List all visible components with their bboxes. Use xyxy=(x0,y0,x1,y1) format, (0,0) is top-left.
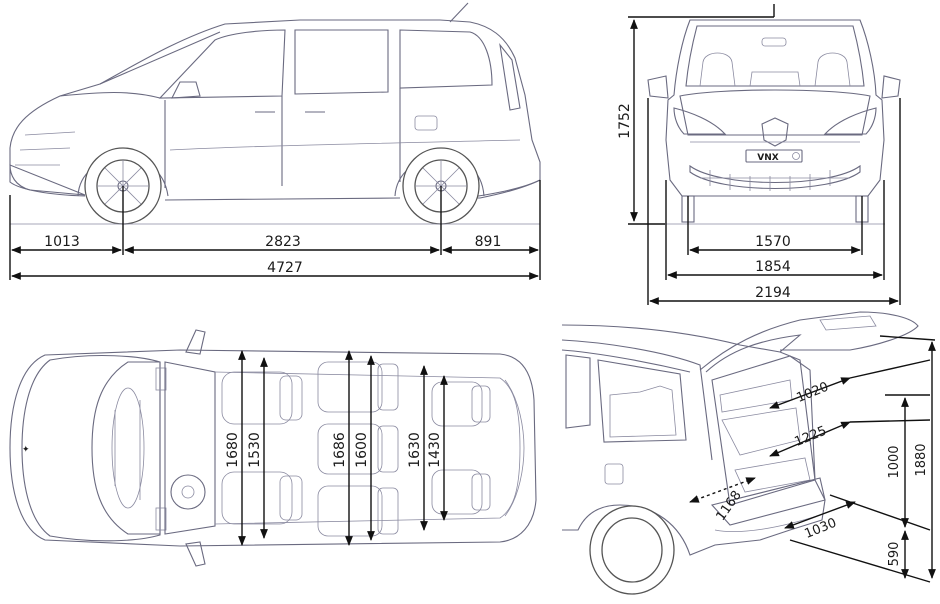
dim-width-mirrors-label: 2194 xyxy=(755,285,791,301)
dim-row1-shoulder-label: 1530 xyxy=(247,432,263,468)
dim-wheelbase-label: 2823 xyxy=(265,234,301,250)
dim-length-label: 4727 xyxy=(267,260,303,276)
dim-opening-width-label: 1168 xyxy=(713,488,744,524)
dim-width-label: 1854 xyxy=(755,259,791,275)
front-brand-logo-icon xyxy=(761,117,789,147)
dim-floor-depth-line xyxy=(784,501,856,529)
dim-opening-width-line xyxy=(689,477,756,503)
dim-trunk-depth-top-label: 1020 xyxy=(795,380,831,406)
rear-side-window-2 xyxy=(597,359,687,443)
top-body-outline xyxy=(9,349,537,547)
rear-bumper xyxy=(710,477,826,526)
dim-row3-shoulder-label: 1430 xyxy=(427,432,443,468)
front-left-headlight xyxy=(673,107,727,135)
dim-loading-sill-label: 590 xyxy=(887,542,902,567)
dim-front-overhang-label: 1013 xyxy=(44,234,80,250)
rear-view: 1020 1225 1168 1030 1000 1880 590 xyxy=(561,311,936,595)
dim-rear-overhang-label: 891 xyxy=(475,234,502,250)
dim-row2-shoulder-label: 1600 xyxy=(354,432,370,468)
top-view: ✦ xyxy=(9,329,537,567)
dim-height-label: 1752 xyxy=(617,103,633,139)
front-left-mirror xyxy=(647,75,669,99)
top-right-headlight xyxy=(155,507,167,531)
side-view: 1013 2823 891 4727 xyxy=(9,2,541,280)
dim-opening-height-label: 1000 xyxy=(887,445,902,478)
rear-side-window-1 xyxy=(565,354,591,429)
front-windshield xyxy=(685,25,865,87)
dim-row2-elbow-label: 1686 xyxy=(332,432,348,468)
rear-fuel-cap xyxy=(604,463,624,485)
front-license-plate xyxy=(745,149,803,163)
side-rear-window xyxy=(399,29,493,89)
rear-open-tailgate xyxy=(699,311,919,371)
top-seats-row1 xyxy=(221,371,303,525)
front-license-plate-text: VNX xyxy=(757,153,778,163)
top-hood xyxy=(21,355,161,542)
side-antenna xyxy=(449,2,469,23)
dim-trunk-depth-top-line xyxy=(769,377,851,409)
top-steering-wheel xyxy=(170,474,206,510)
front-view: VNX 1752 1570 1854 2194 xyxy=(617,4,901,305)
front-rearview-mirror xyxy=(761,37,787,47)
dim-track-label: 1570 xyxy=(755,234,791,250)
side-middle-window xyxy=(294,29,389,95)
side-fuel-cap xyxy=(414,115,438,131)
dim-row1-elbow-label: 1680 xyxy=(225,432,241,468)
top-seats-row3 xyxy=(431,381,491,515)
rear-view-wheel xyxy=(589,505,675,595)
front-right-headlight xyxy=(823,107,877,135)
front-body-outline xyxy=(665,19,885,197)
side-mirror xyxy=(171,81,201,99)
top-right-mirror xyxy=(185,541,206,567)
dim-row3-elbow-label: 1630 xyxy=(407,432,423,468)
rear-body-outline xyxy=(561,324,826,556)
front-right-mirror xyxy=(881,75,901,99)
top-left-mirror xyxy=(185,329,206,355)
front-lower-grille xyxy=(689,164,861,190)
dim-tailgate-open-height-label: 1880 xyxy=(914,443,929,476)
dim-trunk-depth-mid-line xyxy=(769,421,851,457)
top-brand-logo-icon: ✦ xyxy=(22,445,30,455)
top-left-headlight xyxy=(155,367,167,391)
side-front-window xyxy=(158,29,286,99)
